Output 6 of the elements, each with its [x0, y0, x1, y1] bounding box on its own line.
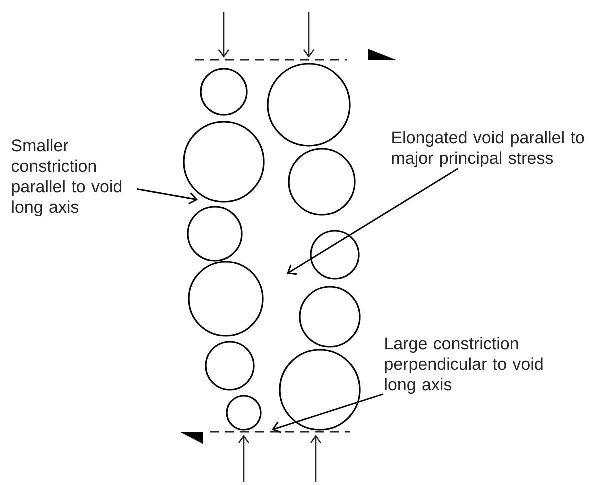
callout-text: Elongated void parallel to major principal stress — [392, 131, 584, 168]
callout-text: Large constriction perpendicular to void long axis — [385, 337, 543, 394]
leader-arrow — [287, 168, 459, 276]
leader-arrow — [272, 394, 384, 434]
callout-text: Smaller constriction parallel to void long axis — [12, 139, 122, 217]
leader-arrow — [137, 188, 198, 205]
